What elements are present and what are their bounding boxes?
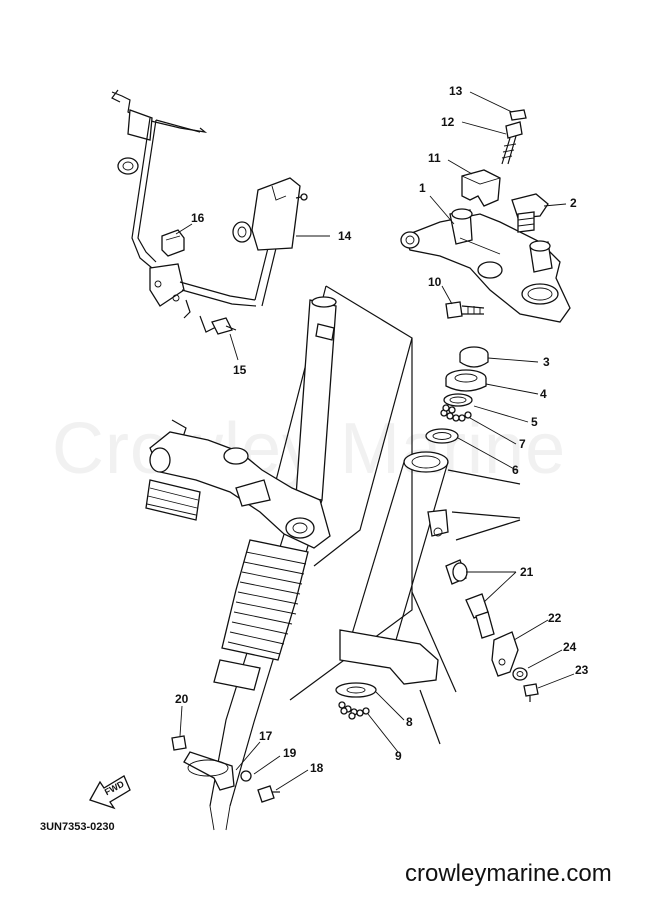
steering-stem-part: [209, 285, 413, 831]
callout-11: 11: [428, 151, 441, 165]
meter-bracket-part: [111, 89, 308, 319]
washer-8-part: [335, 682, 377, 698]
callout-1: 1: [419, 181, 426, 195]
washer-19-part: [240, 770, 252, 782]
diagram-code: 3UN7353-0230: [40, 821, 115, 833]
bolt-15-part: [199, 315, 237, 335]
callout-17: 17: [259, 729, 273, 743]
callout-22: 22: [548, 611, 562, 625]
bearing-race-5-part: [443, 393, 473, 407]
switch-21-part: [445, 559, 495, 639]
leader-lines: [175, 91, 575, 791]
website-label: crowleymarine.com: [405, 860, 612, 887]
callout-3: 3: [543, 355, 550, 369]
callout-10: 10: [428, 275, 442, 289]
callout-16: 16: [191, 211, 205, 225]
bolt-18-part: [257, 785, 280, 803]
callout-6: 6: [512, 463, 519, 477]
bracket-22-part: [491, 631, 519, 677]
callout-12: 12: [441, 115, 455, 129]
callout-2: 2: [570, 196, 577, 210]
callout-14: 14: [338, 229, 352, 243]
washer-4-part: [445, 369, 487, 392]
cap-13-part: [509, 109, 527, 121]
callout-21: 21: [520, 565, 534, 579]
callout-15: 15: [233, 363, 247, 377]
stem-tube-part: [339, 451, 521, 745]
callout-19: 19: [283, 746, 297, 760]
upper-bracket-part: [400, 208, 571, 323]
callout-13: 13: [449, 84, 463, 98]
clamp-17-part: [183, 751, 235, 791]
bearing-race-6-part: [425, 428, 459, 444]
balls-9-part: [338, 701, 370, 720]
washer-24-part: [512, 667, 528, 681]
lower-bracket-part: [145, 419, 331, 549]
callout-9: 9: [395, 749, 402, 763]
callout-4: 4: [540, 387, 547, 401]
callout-20: 20: [175, 692, 189, 706]
balls-7-part: [440, 404, 472, 422]
callout-7: 7: [519, 437, 526, 451]
nut-20-part: [171, 735, 187, 751]
clamp-11-part: [461, 169, 501, 207]
bolt-12-part: [501, 121, 523, 165]
callout-8: 8: [406, 715, 413, 729]
callout-23: 23: [575, 663, 589, 677]
fwd-arrow-icon: [89, 775, 131, 810]
bolt-2-part: [511, 193, 549, 233]
bellows-part: [221, 539, 309, 661]
ring-nut-3-part: [459, 346, 489, 368]
callout-24: 24: [563, 640, 577, 654]
bolt-10-part: [445, 301, 485, 319]
callout-5: 5: [531, 415, 538, 429]
grommet-part: [161, 229, 185, 257]
callout-18: 18: [310, 761, 324, 775]
screw-23-part: [523, 683, 539, 702]
